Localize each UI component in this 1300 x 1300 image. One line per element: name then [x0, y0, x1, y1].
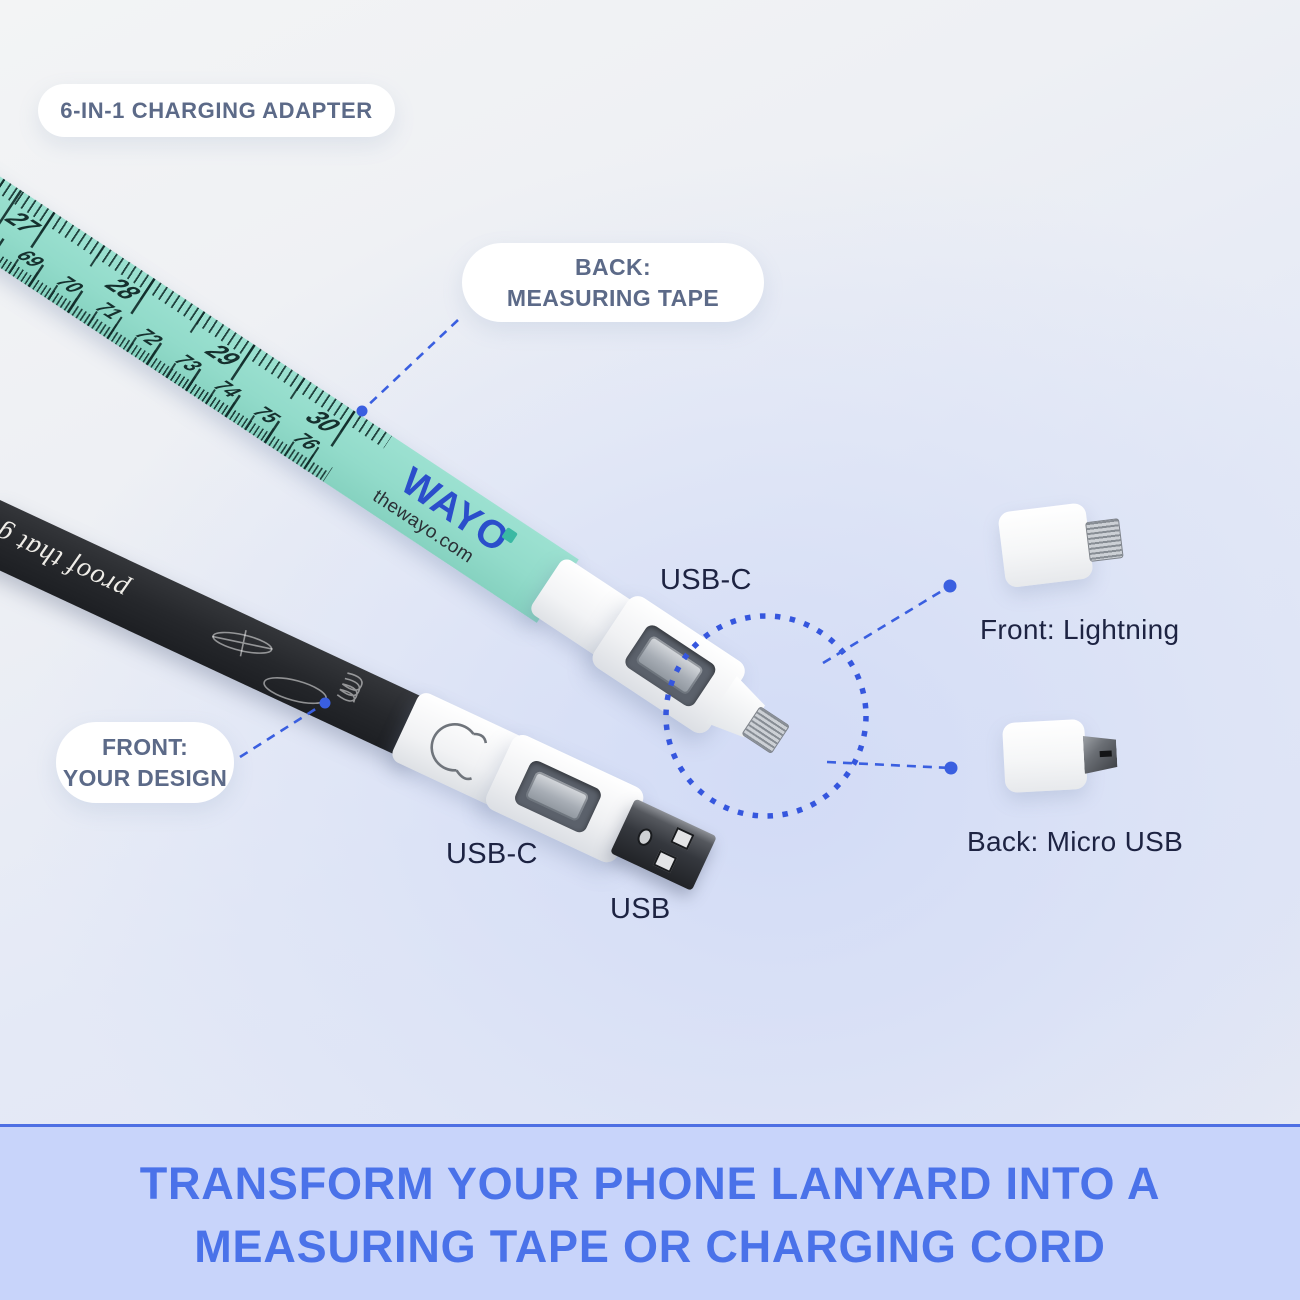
micro-usb-adapter-view	[1001, 717, 1126, 803]
callout-back-line1: BACK:	[574, 253, 652, 280]
callout-front-line1: FRONT:	[101, 733, 189, 760]
lanyard-doodles	[212, 630, 363, 705]
usb-a-contact	[652, 849, 678, 874]
usb-a-contact	[670, 826, 695, 851]
callout-front-your-design: FRONT: YOUR DESIGN	[56, 722, 234, 803]
callout-dot	[943, 579, 957, 593]
micro-usb-tip	[1083, 734, 1118, 774]
keyhole-mark	[430, 723, 488, 781]
callout-dot	[944, 761, 958, 775]
adapter-body	[997, 502, 1094, 589]
banner: TRANSFORM YOUR PHONE LANYARD INTO A MEAS…	[0, 1124, 1300, 1300]
badge-6-in-1: 6-IN-1 CHARGING ADAPTER	[38, 84, 395, 137]
callout-line-micro-usb	[826, 760, 952, 770]
rotating-clasp	[389, 689, 529, 809]
custom-lanyard: proof that g	[0, 500, 439, 763]
label-usb-c-top: USB-C	[660, 564, 752, 596]
banner-line2: MEASURING TAPE OR CHARGING CORD	[194, 1221, 1106, 1272]
lightning-tip	[1085, 518, 1124, 563]
callout-line-lightning	[822, 584, 951, 665]
banner-line1: TRANSFORM YOUR PHONE LANYARD INTO A	[139, 1158, 1161, 1209]
lanyard-custom-text: proof that g	[0, 516, 133, 606]
callout-back-line2: MEASURING TAPE	[506, 284, 720, 311]
callout-line-measuring-tape	[361, 319, 459, 412]
callout-front-line2: YOUR DESIGN	[62, 764, 228, 791]
label-back-micro-usb: Back: Micro USB	[967, 826, 1184, 857]
lightning-adapter-view	[997, 498, 1131, 598]
usb-a-contact	[634, 826, 656, 849]
custom-lanyard-assembly: proof that g	[0, 500, 725, 921]
adapter-body	[1001, 718, 1088, 794]
callout-back-measuring-tape: BACK: MEASURING TAPE	[462, 243, 764, 322]
label-front-lightning: Front: Lightning	[980, 614, 1180, 645]
label-usb-c-bottom: USB-C	[446, 838, 538, 870]
label-usb: USB	[610, 893, 671, 925]
